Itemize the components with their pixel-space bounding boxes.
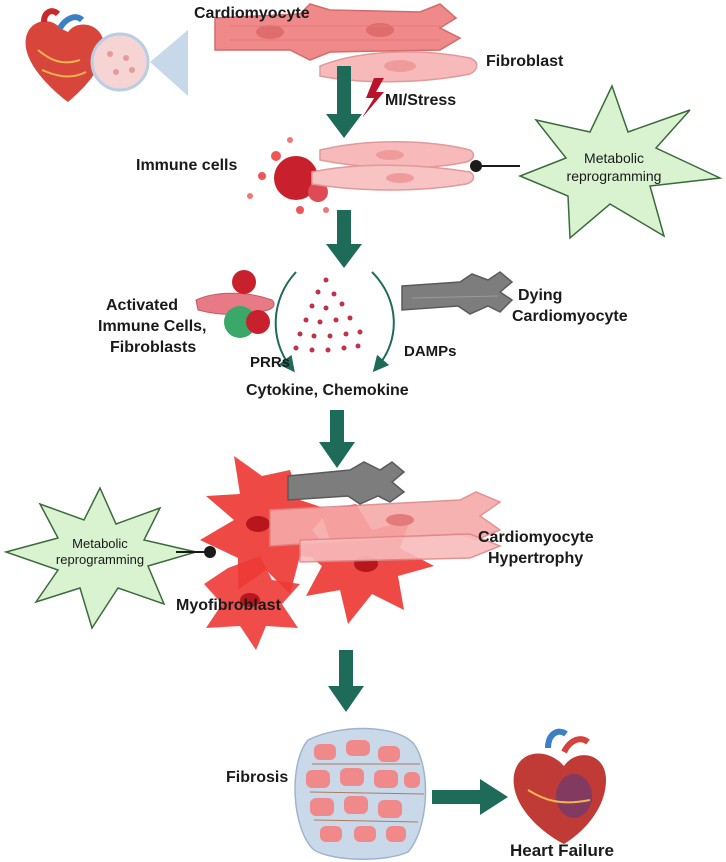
metabolic-left-line1: Metabolic xyxy=(72,536,128,551)
fibrosis-tissue xyxy=(294,727,427,860)
arrow-down-2 xyxy=(326,210,362,268)
zoom-circle xyxy=(90,30,188,96)
arrow-right xyxy=(432,779,508,815)
arrow-down-1 xyxy=(326,66,362,138)
lightning-icon xyxy=(362,78,384,118)
fibroblast-label: Fibroblast xyxy=(486,53,564,70)
damp-particles xyxy=(293,277,363,353)
fibrosis-label: Fibrosis xyxy=(226,769,288,786)
metabolic-starburst-left: Metabolic reprogramming xyxy=(3,486,199,630)
cytokine-label: Cytokine, Chemokine xyxy=(246,382,409,399)
metabolic-left-line2: reprogramming xyxy=(56,552,144,567)
mi-stress-label: MI/Stress xyxy=(385,92,456,109)
immune-cell-cluster xyxy=(247,137,329,214)
hypertrophy-line2: Hypertrophy xyxy=(488,550,583,567)
damps-label: DAMPs xyxy=(404,343,457,360)
dying-cardiomyocyte-lower xyxy=(287,461,406,505)
dying-cardiomyocyte xyxy=(401,271,514,315)
damp-curve-arrow xyxy=(371,271,395,373)
cardiomyocyte-label: Cardiomyocyte xyxy=(194,5,310,22)
arrow-down-3 xyxy=(319,410,355,468)
heart-failure-label: Heart Failure xyxy=(510,841,614,860)
activated-line3: Fibroblasts xyxy=(110,339,196,356)
arrow-down-4 xyxy=(328,650,364,712)
cardiomyocyte-cells-top xyxy=(214,3,462,61)
metabolic-starburst-top: Metabolic reprogramming xyxy=(517,84,723,240)
metabolic-top-line2: reprogramming xyxy=(567,168,662,184)
activated-immune-cells xyxy=(195,270,275,338)
fibroblast-cell-top xyxy=(319,51,478,83)
hypertrophic-cardiomyocytes xyxy=(269,491,503,563)
dying-line1: Dying xyxy=(518,287,562,304)
prrs-label: PRRs xyxy=(250,354,290,371)
heart-icon xyxy=(25,8,104,102)
fibroblast-cells-middle xyxy=(311,140,475,191)
inhibitor-connector-top xyxy=(470,160,520,172)
failing-heart-icon xyxy=(513,728,606,844)
dying-line2: Cardiomyocyte xyxy=(512,308,628,325)
activated-line2: Immune Cells, xyxy=(98,318,206,335)
activated-line1: Activated xyxy=(106,297,178,314)
immune-cells-label: Immune cells xyxy=(136,157,237,174)
prr-curve-arrow xyxy=(274,271,297,373)
metabolic-top-line1: Metabolic xyxy=(584,150,644,166)
inhibitor-connector-left xyxy=(176,546,216,558)
myofibroblast-label: Myofibroblast xyxy=(176,597,282,614)
hypertrophy-line1: Cardiomyocyte xyxy=(478,529,594,546)
